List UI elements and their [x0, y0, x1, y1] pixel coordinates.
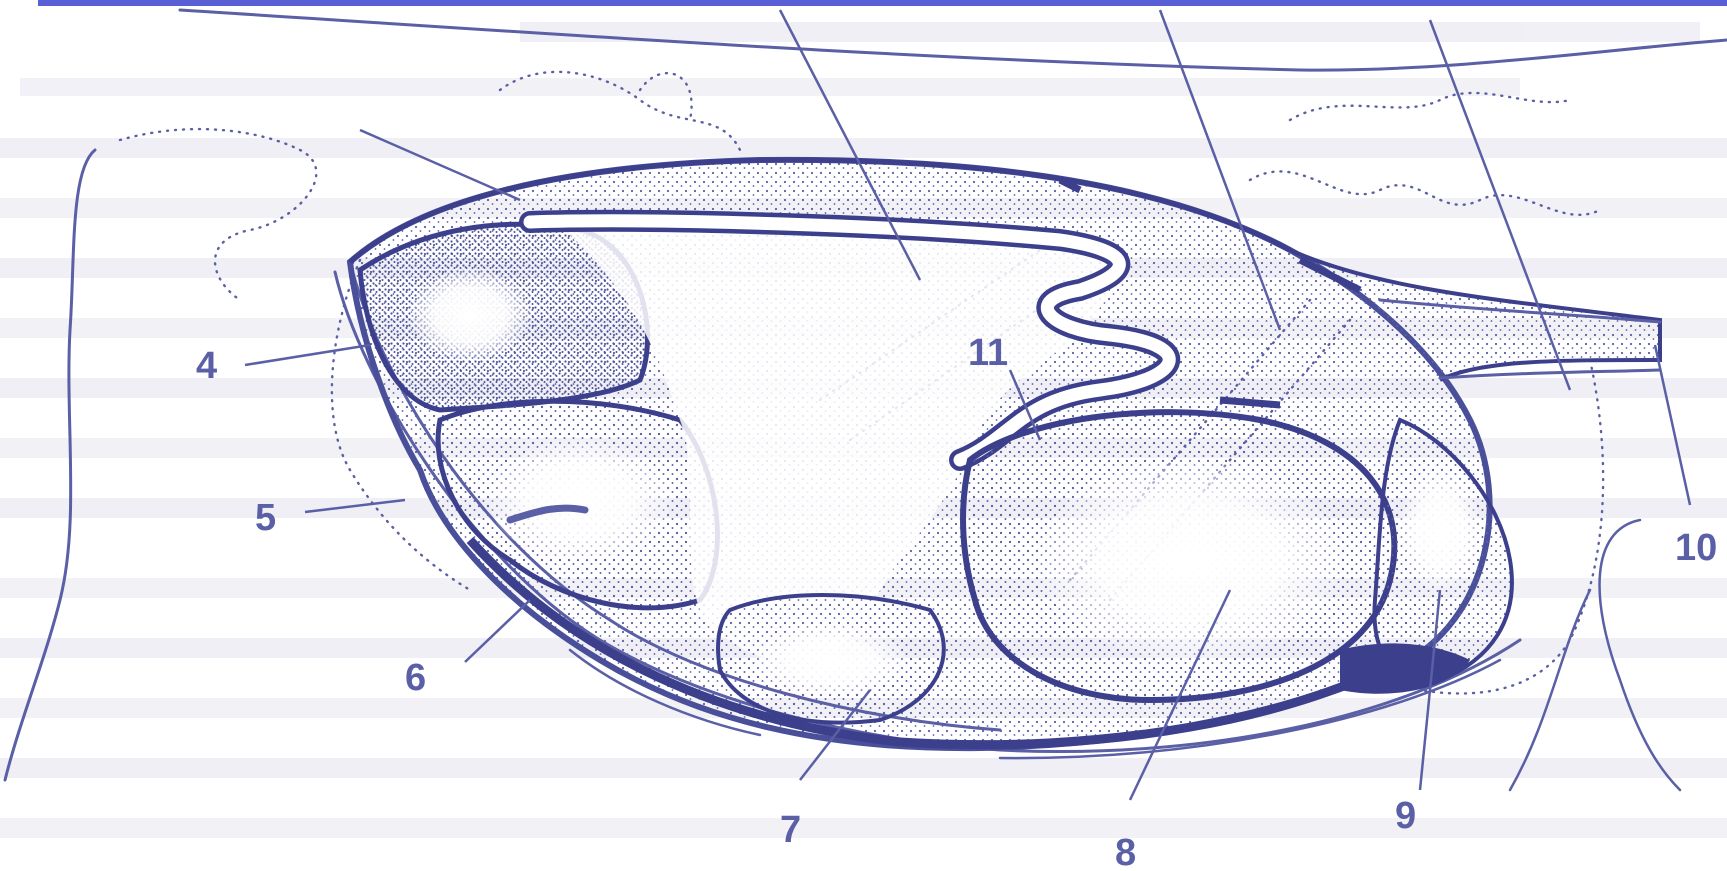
- chamber-7: [718, 595, 944, 723]
- label-8: 8: [1115, 832, 1136, 871]
- label-10: 10: [1675, 527, 1717, 569]
- label-5: 5: [255, 497, 276, 539]
- label-9: 9: [1395, 795, 1416, 837]
- label-6: 6: [405, 657, 426, 699]
- top-bar: [38, 0, 1727, 6]
- chamber-8: [963, 412, 1394, 700]
- label-11: 11: [968, 332, 1008, 374]
- label-7: 7: [780, 809, 801, 851]
- label-4: 4: [196, 345, 217, 387]
- chamber-6: [438, 401, 717, 608]
